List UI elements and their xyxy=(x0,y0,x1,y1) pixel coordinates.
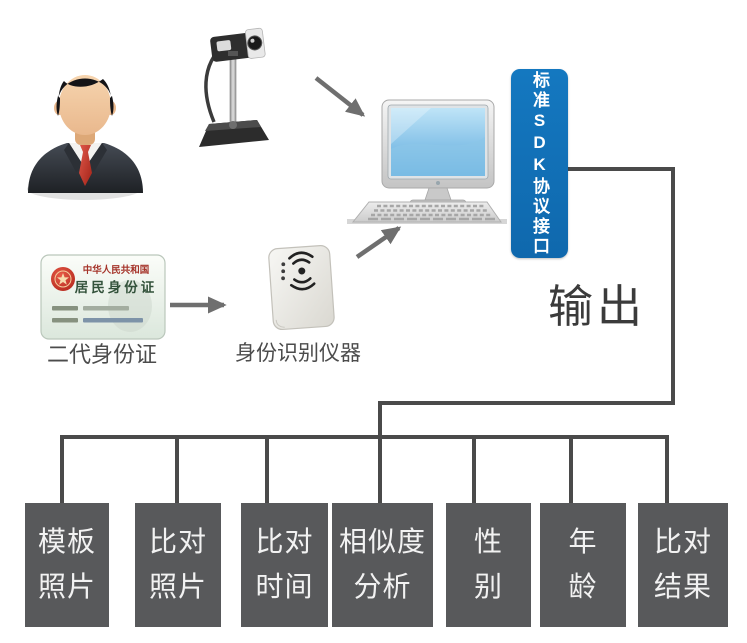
node-compare-photo: 比对 照片 xyxy=(135,503,221,627)
id-card-title-text: 居民身份证 xyxy=(75,279,158,295)
node-line: 照片 xyxy=(37,571,96,602)
node-line: 相似度 xyxy=(338,526,426,558)
computer-icon xyxy=(347,99,507,224)
node-line: 龄 xyxy=(568,571,598,602)
person-icon xyxy=(27,75,143,200)
id-card-country-text: 中华人民共和国 xyxy=(83,264,150,276)
node-line: 别 xyxy=(473,571,503,602)
node-compare-result: 比对 结果 xyxy=(638,503,728,627)
node-line: 比对 xyxy=(653,526,712,558)
node-similarity-analysis: 相似度 分析 xyxy=(332,503,433,627)
node-line: 照片 xyxy=(148,571,207,602)
node-line: 比对 xyxy=(148,526,207,558)
node-line: 模板 xyxy=(37,526,96,558)
reader-to-computer-arrow xyxy=(355,226,402,259)
node-line: 性 xyxy=(473,526,503,558)
bus-drop-lines xyxy=(60,435,669,503)
node-compare-time: 比对 时间 xyxy=(241,503,328,627)
node-gender: 性 别 xyxy=(446,503,531,627)
reader-caption: 身份识别仪器 xyxy=(235,342,361,365)
sdk-protocol-bar: 标准SDK协议接口 xyxy=(511,69,568,258)
sdk-protocol-label: 标准SDK协议接口 xyxy=(530,70,549,257)
node-line: 年 xyxy=(568,526,598,558)
document-camera-icon xyxy=(199,27,269,147)
camera-to-computer-arrow xyxy=(314,76,366,117)
id-card-caption: 二代身份证 xyxy=(46,342,157,367)
node-line: 分析 xyxy=(353,571,412,602)
card-reader-icon xyxy=(268,245,335,331)
node-age: 年 龄 xyxy=(540,503,626,627)
node-template-photo: 模板 照片 xyxy=(25,503,109,627)
output-label: 输出 xyxy=(548,281,647,332)
node-line: 结果 xyxy=(653,571,712,602)
id-card-icon: 中华人民共和国 居民身份证 xyxy=(40,254,166,340)
node-line: 比对 xyxy=(255,526,314,558)
node-line: 时间 xyxy=(255,571,314,602)
